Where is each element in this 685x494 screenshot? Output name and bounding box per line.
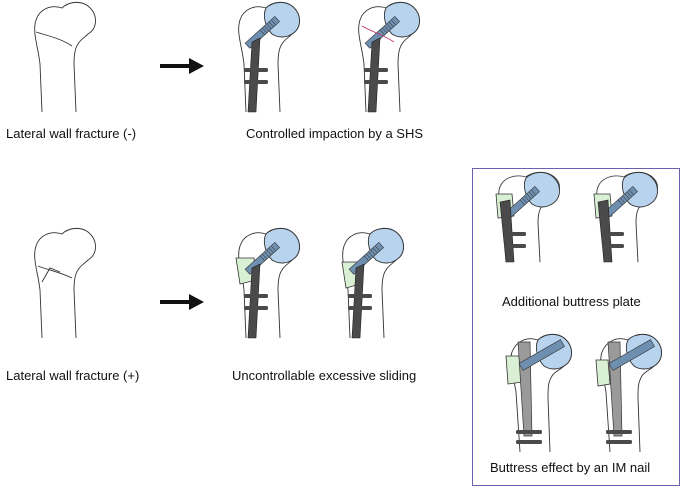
- femur-sliding-2: [341, 227, 404, 339]
- caption-buttress-nail: Buttress effect by an IM nail: [490, 460, 651, 475]
- femur-im-nail-1: [505, 333, 572, 453]
- femur-buttress-plate-1: [495, 171, 560, 263]
- femur-intact-lateral-wall-plus: [34, 227, 96, 339]
- caption-lateral-wall-minus: Lateral wall fracture (-): [6, 126, 137, 141]
- femur-sliding-1: [235, 227, 300, 339]
- caption-buttress-plate: Additional buttress plate: [502, 294, 641, 309]
- femur-buttress-plate-2: [593, 171, 658, 263]
- arrow-top: [160, 58, 204, 74]
- femur-intact-lateral-wall-minus: [34, 1, 96, 113]
- femur-im-nail-2: [595, 333, 662, 453]
- buttress-options-box: [472, 168, 680, 486]
- femur-shs-impaction-1: [238, 1, 300, 113]
- arrow-bottom: [160, 294, 204, 310]
- caption-uncontrollable-sliding: Uncontrollable excessive sliding: [232, 368, 417, 383]
- femur-shs-impaction-2: [358, 1, 420, 113]
- caption-controlled-impaction: Controlled impaction by a SHS: [246, 126, 424, 141]
- caption-lateral-wall-plus: Lateral wall fracture (+): [6, 368, 140, 383]
